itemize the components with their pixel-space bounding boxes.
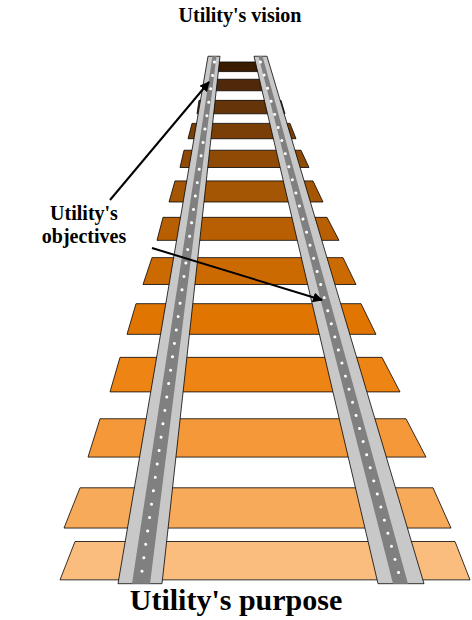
- track-label: Utility's purpose: [16, 583, 456, 618]
- track-label: Utility's objectives: [14, 202, 154, 248]
- leader-arrow: [110, 82, 209, 200]
- leader-arrow: [152, 248, 322, 300]
- track-label: Utility's vision: [90, 4, 390, 27]
